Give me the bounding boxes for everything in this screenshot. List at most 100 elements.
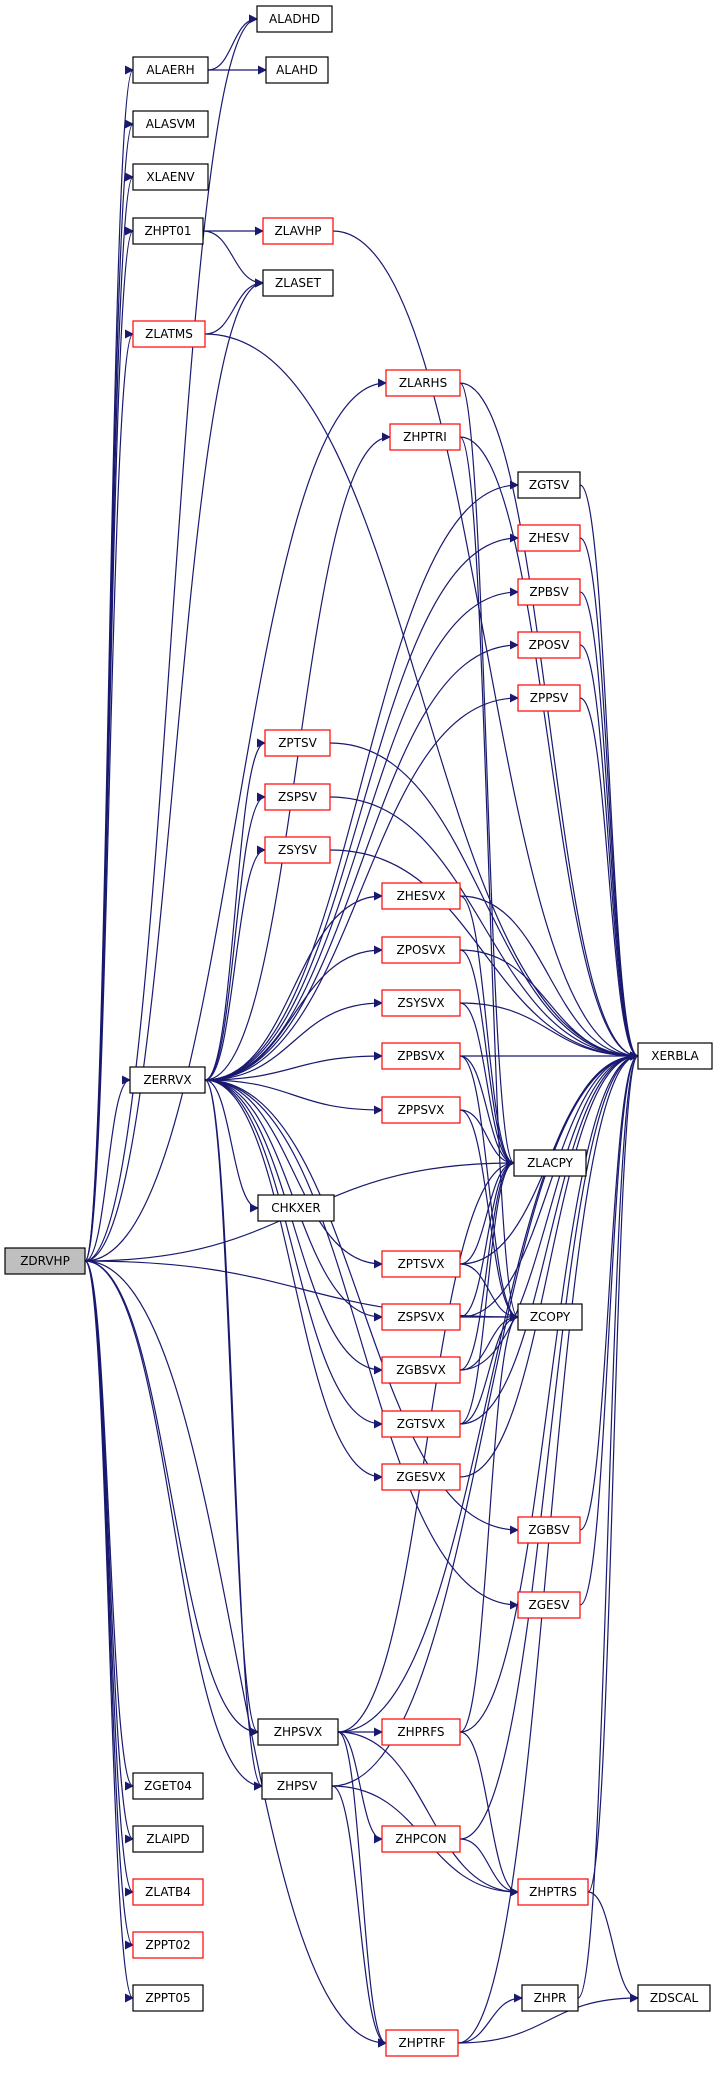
edge-zhpsvx-xerbla (337, 1051, 639, 1733)
edge-zhptrf-zhpr (457, 1993, 523, 2044)
edge-zposv-xerbla (579, 644, 639, 1061)
node-zhpsvx[interactable]: ZHPSVX (257, 1718, 339, 1746)
node-layer: ZDRVHP ALADHD ALAERH ALAHD ALASVM XLAENV ZHPT0… (4, 5, 713, 2057)
node-box (132, 320, 206, 348)
node-box (517, 471, 581, 499)
edge-zptsvx-zlacpy (459, 1158, 515, 1265)
node-box (521, 1984, 579, 2012)
edge-zhpsv-zhptrf (331, 1785, 387, 2048)
node-zhprfs[interactable]: ZHPRFS (381, 1718, 461, 1746)
node-zppt05[interactable]: ZPPT05 (132, 1984, 204, 2012)
node-zsysv[interactable]: ZSYSV (264, 836, 331, 864)
node-zgesvx[interactable]: ZGESVX (381, 1463, 461, 1491)
node-aladhd[interactable]: ALADHD (256, 5, 333, 33)
node-zptsvx[interactable]: ZPTSVX (381, 1250, 461, 1278)
node-zlavhp[interactable]: ZLAVHP (262, 217, 334, 245)
node-box (637, 1984, 711, 2012)
edge-zdrvhp-zlatms (84, 329, 134, 1262)
node-zhpr[interactable]: ZHPR (521, 1984, 579, 2012)
edge-zdrvhp-zhptrf (84, 1260, 387, 2048)
node-box (264, 836, 331, 864)
node-label: ZLATMS (145, 327, 193, 341)
node-zdscal[interactable]: ZDSCAL (637, 1984, 711, 2012)
node-zspsvx[interactable]: ZSPSVX (381, 1303, 461, 1331)
node-box (385, 369, 461, 397)
node-alaerh[interactable]: ALAERH (132, 56, 209, 84)
edge-zhpsvx-zhptrs (337, 1731, 519, 1897)
node-label: ZDSCAL (650, 1991, 699, 2005)
edge-zgesv-xerbla (579, 1051, 639, 1606)
node-zlacpy[interactable]: ZLACPY (513, 1149, 587, 1177)
node-alasvm[interactable]: ALASVM (132, 110, 209, 138)
node-zgtsvx[interactable]: ZGTSVX (381, 1410, 461, 1438)
node-xerbla[interactable]: XERBLA (637, 1042, 713, 1070)
node-box (513, 1149, 587, 1177)
node-box (261, 1772, 333, 1800)
node-box (132, 1772, 204, 1800)
edge-zgesvx-xerbla (459, 1051, 639, 1478)
node-label: ZPOSV (529, 638, 571, 652)
node-zlaset[interactable]: ZLASET (262, 269, 334, 297)
node-zlaipd[interactable]: ZLAIPD (132, 1825, 204, 1853)
node-label: ZLAIPD (146, 1832, 189, 1846)
node-label: ZHPR (534, 1991, 567, 2005)
node-label: ZGBSV (528, 1523, 570, 1537)
node-box (262, 217, 334, 245)
node-zget04[interactable]: ZGET04 (132, 1772, 204, 1800)
node-zppsvx[interactable]: ZPPSVX (381, 1096, 461, 1124)
node-zdrvhp[interactable]: ZDRVHP (4, 1247, 86, 1275)
node-zhpcon[interactable]: ZHPCON (381, 1825, 461, 1853)
edge-zerrvx-zptsv (204, 738, 266, 1081)
node-zcopy[interactable]: ZCOPY (517, 1303, 583, 1331)
node-label: ZPBSV (529, 585, 569, 599)
node-label: XERBLA (651, 1049, 699, 1063)
node-zlatms[interactable]: ZLATMS (132, 320, 206, 348)
node-zlatb4[interactable]: ZLATB4 (132, 1878, 204, 1906)
node-box (381, 989, 461, 1017)
node-zgesv[interactable]: ZGESV (517, 1591, 581, 1619)
edge-zdrvhp-zerrvx (84, 1075, 131, 1262)
node-label: ZGTSVX (397, 1417, 445, 1431)
node-zsysvx[interactable]: ZSYSVX (381, 989, 461, 1017)
node-xlaenv[interactable]: XLAENV (132, 163, 209, 191)
node-zhptrs[interactable]: ZHPTRS (517, 1878, 589, 1906)
node-zpbsvx[interactable]: ZPBSVX (381, 1042, 461, 1070)
node-zposvx[interactable]: ZPOSVX (381, 936, 461, 964)
edge-zerrvx-zppsvx (204, 1079, 383, 1115)
node-label: ZPBSVX (397, 1049, 445, 1063)
node-zposv[interactable]: ZPOSV (517, 631, 581, 659)
node-zgbsvx[interactable]: ZGBSVX (381, 1356, 461, 1384)
node-zppsv[interactable]: ZPPSV (517, 684, 581, 712)
node-alahd[interactable]: ALAHD (265, 56, 329, 84)
node-box (132, 163, 209, 191)
node-box (517, 1591, 581, 1619)
edge-zptsvx-zcopy (459, 1263, 519, 1322)
node-zgtsv[interactable]: ZGTSV (517, 471, 581, 499)
node-zhesvx[interactable]: ZHESVX (381, 882, 461, 910)
node-label: ALASVM (146, 117, 196, 131)
node-zhesv[interactable]: ZHESV (517, 524, 581, 552)
edge-zerrvx-zsysv (204, 845, 266, 1081)
node-zerrvx[interactable]: ZERRVX (129, 1066, 206, 1094)
node-box (132, 110, 209, 138)
node-zhpt01[interactable]: ZHPT01 (132, 217, 204, 245)
node-label: ZSYSV (278, 843, 318, 857)
node-chkxer[interactable]: CHKXER (257, 1194, 335, 1222)
node-box (381, 1356, 461, 1384)
edge-zhpr-xerbla (577, 1051, 639, 1999)
node-zlarhs[interactable]: ZLARHS (385, 369, 461, 397)
node-zptsv[interactable]: ZPTSV (264, 729, 331, 757)
node-label: ALAERH (146, 63, 194, 77)
node-box (517, 1303, 583, 1331)
edge-zhpcon-xerbla (459, 1051, 639, 1840)
node-zppt02[interactable]: ZPPT02 (132, 1931, 204, 1959)
node-zhpsv[interactable]: ZHPSV (261, 1772, 333, 1800)
edge-zerrvx-zgbsvx (204, 1079, 383, 1375)
node-box (132, 1825, 204, 1853)
node-zhptri[interactable]: ZHPTRI (389, 423, 461, 451)
node-zpbsv[interactable]: ZPBSV (517, 578, 581, 606)
node-zgbsv[interactable]: ZGBSV (517, 1516, 581, 1544)
edge-zppsv-xerbla (579, 697, 639, 1061)
node-zspsv[interactable]: ZSPSV (264, 783, 331, 811)
node-zhptrf[interactable]: ZHPTRF (385, 2029, 459, 2057)
